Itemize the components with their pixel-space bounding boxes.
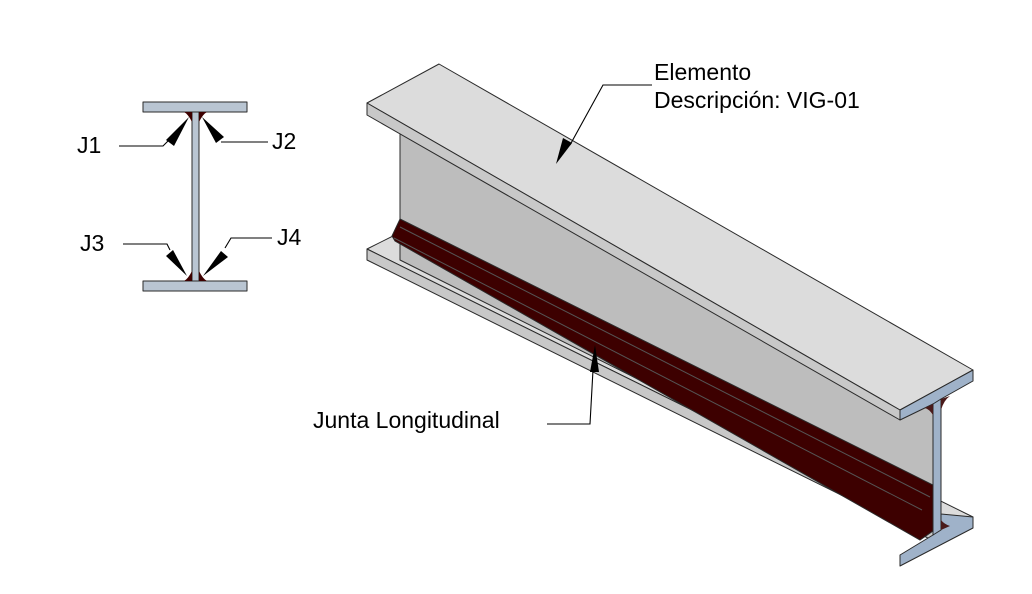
arrow-j2-icon bbox=[202, 117, 224, 143]
end-web bbox=[932, 398, 942, 536]
label-descripcion: Descripción: VIG-01 bbox=[654, 87, 860, 113]
end-weld-bottom-right bbox=[941, 520, 950, 530]
label-j2: J2 bbox=[272, 128, 296, 154]
arrow-j1-icon bbox=[166, 117, 189, 146]
label-j3: J3 bbox=[80, 230, 104, 256]
end-weld-top-left bbox=[925, 404, 933, 415]
leader-j1 bbox=[119, 140, 169, 147]
isometric-beam: Elemento Descripción: VIG-01 Junta Longi… bbox=[313, 59, 974, 567]
section-web bbox=[191, 111, 200, 283]
weld-j3 bbox=[184, 271, 192, 281]
leader-j4 bbox=[224, 237, 272, 249]
leader-j3 bbox=[123, 243, 171, 251]
label-elemento: Elemento bbox=[654, 59, 751, 85]
weld-j4 bbox=[199, 271, 207, 281]
section-bottom-flange bbox=[142, 280, 248, 292]
label-junta-longitudinal: Junta Longitudinal bbox=[313, 407, 500, 433]
arrow-junta-icon bbox=[590, 345, 599, 372]
arrow-j4-icon bbox=[203, 251, 228, 276]
end-weld-top-right bbox=[941, 396, 950, 410]
arrow-j3-icon bbox=[166, 250, 187, 276]
leader-elemento bbox=[569, 84, 652, 146]
section-top-flange bbox=[142, 101, 248, 113]
cross-section: J1 J2 J3 J4 bbox=[77, 101, 302, 292]
weld-line-2 bbox=[393, 237, 923, 511]
weld-j2 bbox=[199, 112, 207, 122]
label-j1: J1 bbox=[77, 132, 101, 158]
label-j4: J4 bbox=[277, 224, 302, 250]
weld-j1 bbox=[184, 112, 192, 122]
arrow-elemento-icon bbox=[556, 138, 572, 164]
weld-line-1 bbox=[399, 226, 931, 498]
leader-junta bbox=[547, 369, 594, 425]
